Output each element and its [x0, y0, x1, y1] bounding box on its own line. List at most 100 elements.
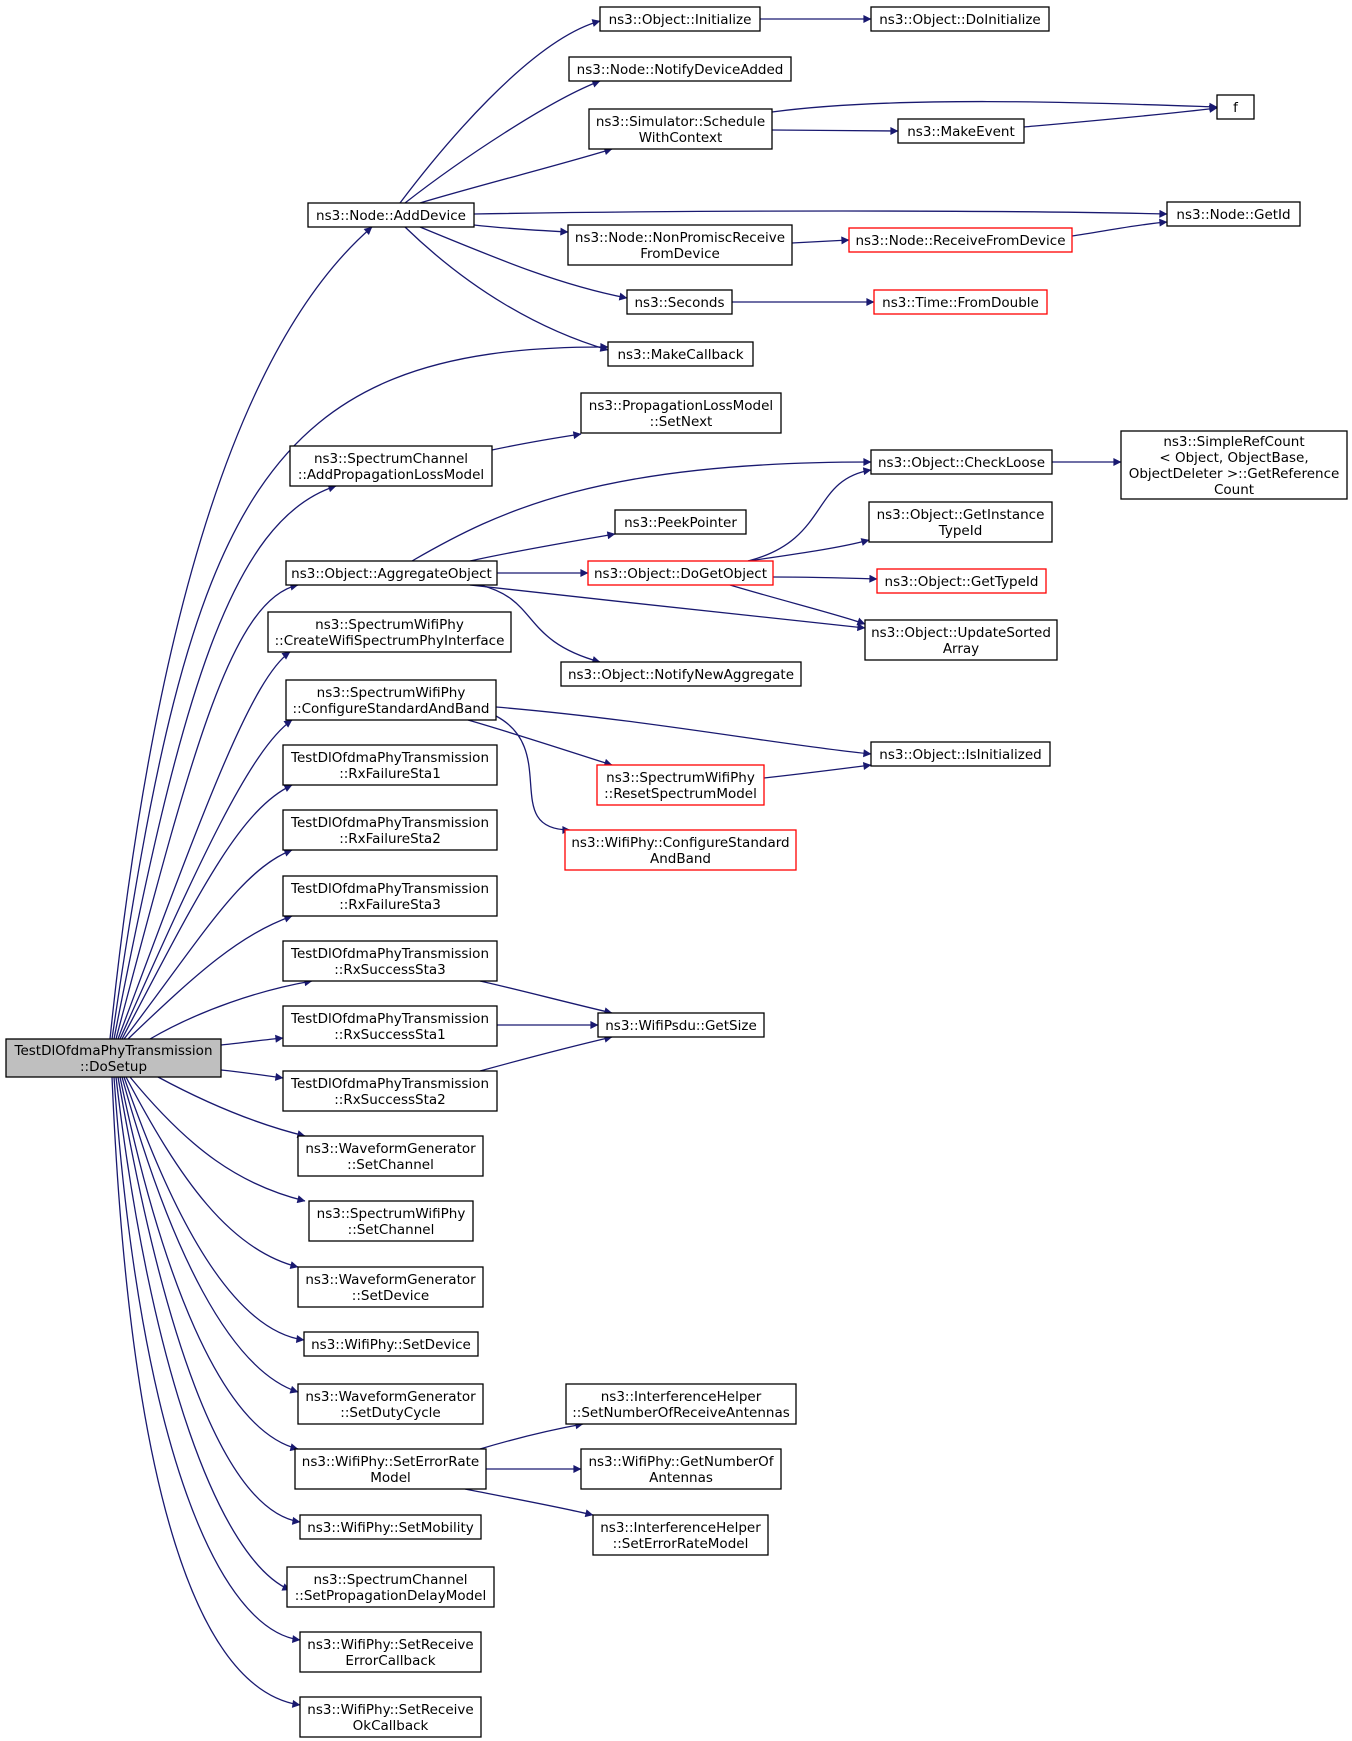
- node-box[interactable]: [307, 202, 475, 228]
- node-box[interactable]: [299, 1696, 482, 1738]
- node-spectrumwifiphy-createiface[interactable]: ns3::SpectrumWifiPhy::CreateWifiSpectrum…: [267, 611, 512, 653]
- node-box[interactable]: [299, 1514, 482, 1540]
- node-box[interactable]: [864, 619, 1058, 661]
- node-box[interactable]: [285, 679, 497, 721]
- node-node-notifydeviceadded[interactable]: ns3::Node::NotifyDeviceAdded: [568, 56, 792, 82]
- node-obj-gettypeid[interactable]: ns3::Object::GetTypeId: [876, 568, 1047, 594]
- node-box[interactable]: [294, 1448, 487, 1490]
- node-node-receivefromdevice[interactable]: ns3::Node::ReceiveFromDevice: [848, 227, 1073, 253]
- node-spectrumwifiphy-resetspectrum[interactable]: ns3::SpectrumWifiPhy::ResetSpectrumModel: [596, 764, 765, 806]
- node-waveform-setchannel[interactable]: ns3::WaveformGenerator::SetChannel: [297, 1135, 484, 1177]
- node-wifipsdu-getsize[interactable]: ns3::WifiPsdu::GetSize: [597, 1012, 765, 1038]
- node-box[interactable]: [285, 560, 498, 586]
- node-obj-notifynewaggregate[interactable]: ns3::Object::NotifyNewAggregate: [560, 661, 802, 687]
- node-time-fromdouble[interactable]: ns3::Time::FromDouble: [873, 289, 1048, 315]
- node-box[interactable]: [868, 501, 1053, 543]
- node-waveform-setdutycycle[interactable]: ns3::WaveformGenerator::SetDutyCycle: [297, 1383, 484, 1425]
- node-interference-seterrorratemodel[interactable]: ns3::InterferenceHelper::SetErrorRateMod…: [592, 1514, 769, 1556]
- node-box[interactable]: [282, 875, 498, 917]
- node-box[interactable]: [282, 809, 498, 851]
- node-dosetup[interactable]: TestDlOfdmaPhyTransmission::DoSetup: [5, 1038, 222, 1078]
- node-rxsuccesssta3[interactable]: TestDlOfdmaPhyTransmission::RxSuccessSta…: [282, 940, 498, 982]
- node-node-adddevice[interactable]: ns3::Node::AddDevice: [307, 202, 475, 228]
- node-box[interactable]: [308, 1200, 474, 1242]
- node-box[interactable]: [297, 1135, 484, 1177]
- node-node-getid[interactable]: ns3::Node::GetId: [1166, 201, 1301, 227]
- node-f[interactable]: f: [1216, 94, 1255, 120]
- node-rxfailuresta3[interactable]: TestDlOfdmaPhyTransmission::RxFailureSta…: [282, 875, 498, 917]
- node-makeevent[interactable]: ns3::MakeEvent: [897, 118, 1025, 144]
- node-obj-aggregateobject[interactable]: ns3::Object::AggregateObject: [285, 560, 498, 586]
- node-wifiphy-setdevice[interactable]: ns3::WifiPhy::SetDevice: [303, 1331, 479, 1357]
- node-obj-initialize[interactable]: ns3::Object::Initialize: [599, 6, 761, 32]
- node-simplerefcount[interactable]: ns3::SimpleRefCount< Object, ObjectBase,…: [1120, 430, 1348, 500]
- node-box[interactable]: [564, 829, 797, 871]
- node-rxfailuresta2[interactable]: TestDlOfdmaPhyTransmission::RxFailureSta…: [282, 809, 498, 851]
- node-rxfailuresta1[interactable]: TestDlOfdmaPhyTransmission::RxFailureSta…: [282, 744, 498, 786]
- node-obj-dogetobject[interactable]: ns3::Object::DoGetObject: [587, 560, 774, 586]
- node-box[interactable]: [282, 744, 498, 786]
- node-spectrumwifiphy-configure[interactable]: ns3::SpectrumWifiPhy::ConfigureStandardA…: [285, 679, 497, 721]
- node-box[interactable]: [1120, 430, 1348, 500]
- node-box[interactable]: [565, 1383, 797, 1425]
- node-interference-setnumrx[interactable]: ns3::InterferenceHelper::SetNumberOfRece…: [565, 1383, 797, 1425]
- node-box[interactable]: [873, 289, 1048, 315]
- node-box[interactable]: [1166, 201, 1301, 227]
- node-box[interactable]: [607, 341, 754, 367]
- node-box[interactable]: [297, 1383, 484, 1425]
- node-waveform-setdevice[interactable]: ns3::WaveformGenerator::SetDevice: [297, 1266, 484, 1308]
- node-spectrumchannel-setpropdelay[interactable]: ns3::SpectrumChannel::SetPropagationDela…: [286, 1566, 495, 1608]
- node-box[interactable]: [870, 449, 1053, 475]
- node-proploss-setnext[interactable]: ns3::PropagationLossModel::SetNext: [580, 392, 782, 434]
- node-box[interactable]: [870, 6, 1050, 32]
- node-wifiphy-configure[interactable]: ns3::WifiPhy::ConfigureStandardAndBand: [564, 829, 797, 871]
- node-box[interactable]: [568, 56, 792, 82]
- node-box[interactable]: [282, 1005, 498, 1047]
- node-box[interactable]: [580, 392, 782, 434]
- node-spectrumwifiphy-setchannel[interactable]: ns3::SpectrumWifiPhy::SetChannel: [308, 1200, 474, 1242]
- node-box[interactable]: [614, 509, 747, 535]
- node-spectrumchannel-addproploss[interactable]: ns3::SpectrumChannel::AddPropagationLoss…: [289, 445, 493, 487]
- node-box[interactable]: [303, 1331, 479, 1357]
- node-box[interactable]: [267, 611, 512, 653]
- node-box[interactable]: [870, 741, 1051, 767]
- node-seconds[interactable]: ns3::Seconds: [626, 289, 733, 315]
- node-box[interactable]: [5, 1038, 222, 1078]
- node-box[interactable]: [588, 108, 773, 150]
- node-box[interactable]: [286, 1566, 495, 1608]
- node-rxsuccesssta2[interactable]: TestDlOfdmaPhyTransmission::RxSuccessSta…: [282, 1070, 498, 1112]
- node-box[interactable]: [596, 764, 765, 806]
- node-box[interactable]: [626, 289, 733, 315]
- node-box[interactable]: [848, 227, 1073, 253]
- node-box[interactable]: [282, 940, 498, 982]
- node-rxsuccesssta1[interactable]: TestDlOfdmaPhyTransmission::RxSuccessSta…: [282, 1005, 498, 1047]
- node-peekpointer[interactable]: ns3::PeekPointer: [614, 509, 747, 535]
- node-box[interactable]: [297, 1266, 484, 1308]
- node-box[interactable]: [592, 1514, 769, 1556]
- node-wifiphy-setmobility[interactable]: ns3::WifiPhy::SetMobility: [299, 1514, 482, 1540]
- node-box[interactable]: [567, 224, 793, 266]
- node-box[interactable]: [560, 661, 802, 687]
- node-box[interactable]: [597, 1012, 765, 1038]
- node-box[interactable]: [282, 1070, 498, 1112]
- node-box[interactable]: [897, 118, 1025, 144]
- node-box[interactable]: [580, 1448, 782, 1490]
- node-obj-isinitialized[interactable]: ns3::Object::IsInitialized: [870, 741, 1051, 767]
- node-makecallback[interactable]: ns3::MakeCallback: [607, 341, 754, 367]
- node-box[interactable]: [599, 6, 761, 32]
- node-wifiphy-seterrorratemodel[interactable]: ns3::WifiPhy::SetErrorRateModel: [294, 1448, 487, 1490]
- node-box[interactable]: [1216, 94, 1255, 120]
- node-obj-doinitialize[interactable]: ns3::Object::DoInitialize: [870, 6, 1050, 32]
- node-box[interactable]: [876, 568, 1047, 594]
- node-box[interactable]: [289, 445, 493, 487]
- node-box[interactable]: [587, 560, 774, 586]
- node-box[interactable]: [299, 1631, 482, 1673]
- node-obj-checkloose[interactable]: ns3::Object::CheckLoose: [870, 449, 1053, 475]
